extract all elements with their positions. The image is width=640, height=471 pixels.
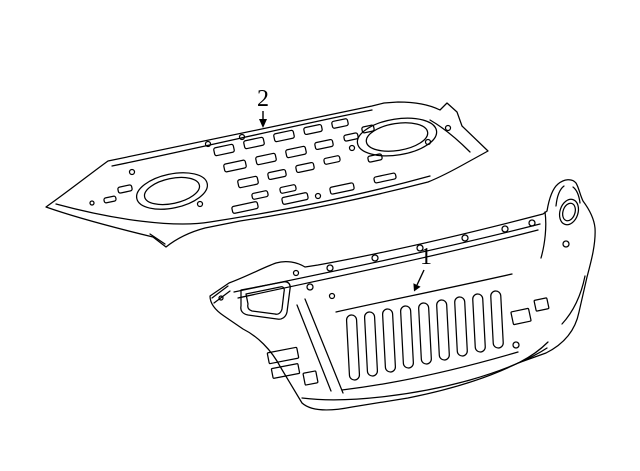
package-tray-top-contour xyxy=(111,109,373,167)
left-end-opening xyxy=(211,281,291,320)
rear-panel-outline xyxy=(209,179,596,411)
arrow-down-icon xyxy=(413,269,425,292)
right-section-holes xyxy=(510,297,550,326)
package-tray-outline xyxy=(45,101,489,248)
lower-left-face xyxy=(266,298,344,394)
speaker-hole-left xyxy=(135,172,209,210)
diagram-line-art xyxy=(45,101,596,411)
rear-panel-bottom-contour xyxy=(301,347,548,401)
callout-2: 2 xyxy=(257,86,269,128)
arrow-down-icon xyxy=(259,111,267,128)
vent-slots xyxy=(103,118,397,214)
panel-bolt-holes xyxy=(218,219,570,349)
speaker-hole-right xyxy=(356,117,438,157)
stiffening-ribs xyxy=(335,273,519,391)
right-end-cap xyxy=(519,185,586,363)
tray-bolt-holes xyxy=(89,124,452,208)
package-tray-panel-drawing xyxy=(45,101,489,248)
callout-1: 1 xyxy=(413,244,432,292)
package-tray-right-contour xyxy=(429,119,471,153)
rear-body-panel-drawing xyxy=(209,179,596,411)
callout-label-1: 1 xyxy=(420,244,432,270)
package-tray-front-lip-contour xyxy=(55,175,431,225)
rear-panel-top-contour-1 xyxy=(233,223,541,293)
callout-label-2: 2 xyxy=(257,86,269,112)
rear-panel-top-contour-2 xyxy=(237,229,539,299)
package-tray-tail-contour xyxy=(149,233,166,245)
